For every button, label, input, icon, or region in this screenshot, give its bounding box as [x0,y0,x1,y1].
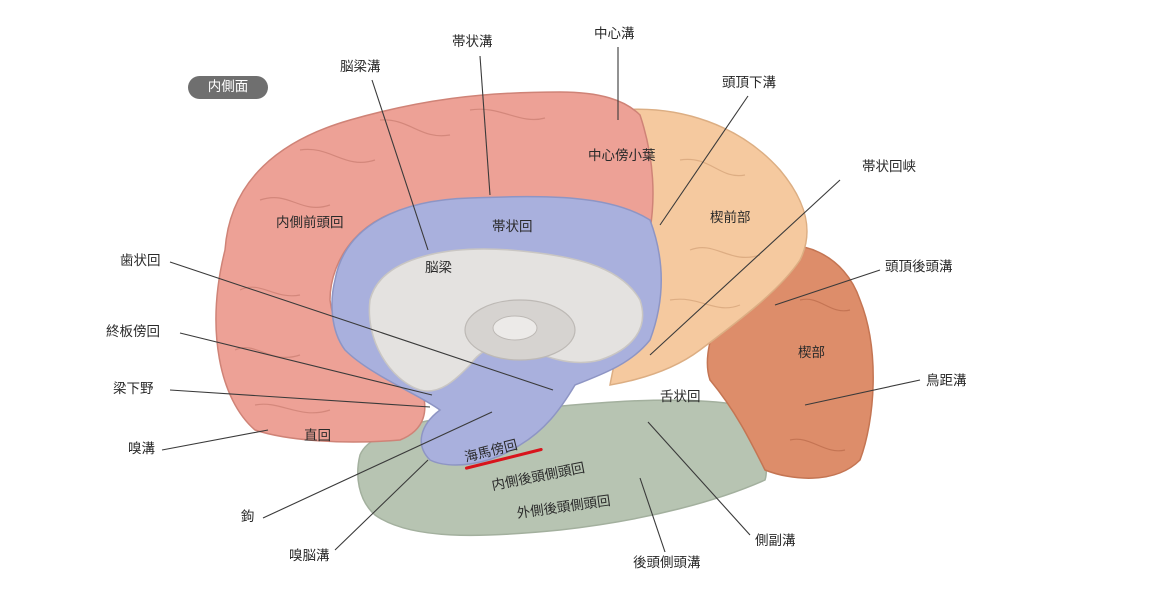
label-parieto-occipital-sulcus: 頭頂後頭溝 [885,259,953,275]
label-paraterminal-gyrus: 終板傍回 [106,324,160,340]
leader-lines [161,47,921,553]
label-cingulate-gyrus: 帯状回 [492,219,533,235]
label-uncus: 鉤 [241,509,255,525]
label-occipitotemporal-sulcus: 後頭側頭溝 [633,555,701,571]
label-precuneus: 楔前部 [710,210,751,226]
label-callosal-sulcus: 脳梁溝 [340,59,381,75]
label-rhinal-sulcus: 嗅脳溝 [289,548,330,564]
label-cuneus: 楔部 [798,345,825,361]
label-collateral-sulcus: 側副溝 [755,533,796,549]
label-central-sulcus: 中心溝 [594,26,635,42]
label-medial-frontal-gyrus: 内側前頭回 [276,215,344,231]
thalamus-inner [492,315,538,341]
label-calcarine-sulcus: 鳥距溝 [926,373,967,389]
label-subparietal-sulcus: 頭頂下溝 [722,75,776,91]
label-dentate-gyrus: 歯状回 [120,253,161,269]
label-paracentral-lobule: 中心傍小葉 [588,148,656,164]
label-cingulate-sulcus: 帯状溝 [452,34,493,50]
label-olfactory-sulcus: 嗅溝 [128,441,155,457]
gyral-texture [234,108,546,414]
view-badge: 内側面 [188,76,268,99]
label-lingual-gyrus: 舌状回 [660,389,701,405]
label-isthmus-cingulate: 帯状回峡 [862,159,916,175]
label-corpus-callosum: 脳梁 [425,260,452,276]
label-gyrus-rectus: 直回 [304,428,331,444]
label-subcallosal-area: 梁下野 [113,381,154,397]
